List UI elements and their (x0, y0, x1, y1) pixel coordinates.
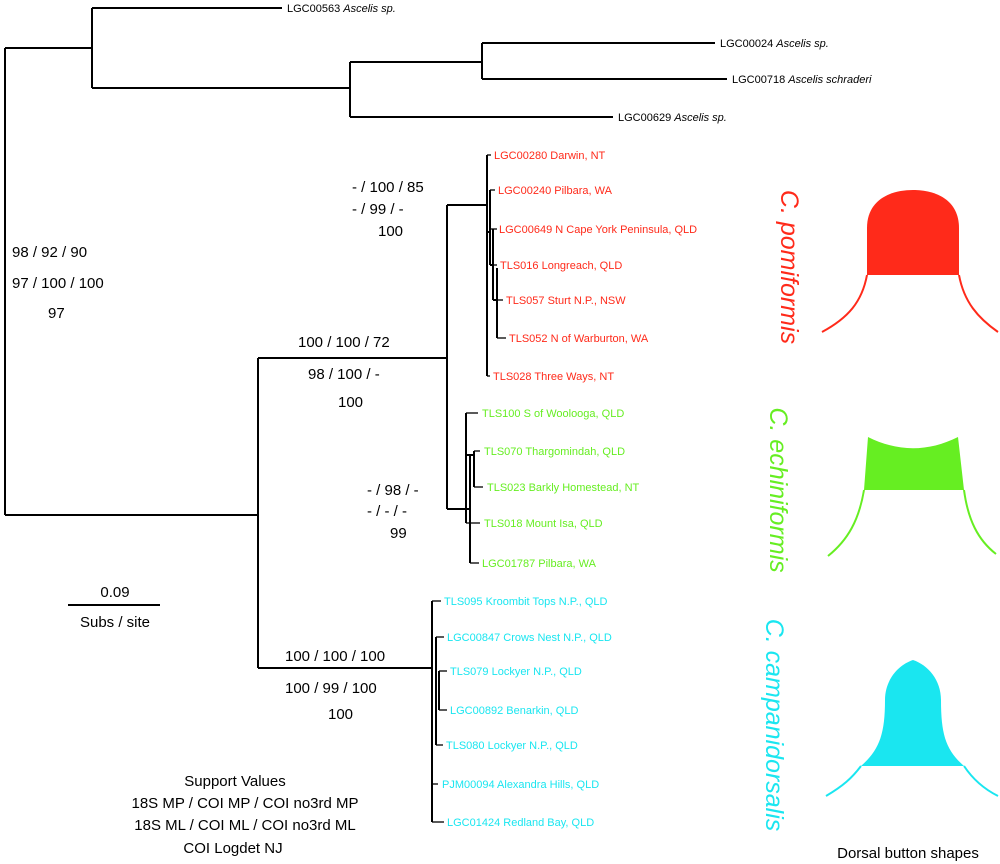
legend-line: 18S ML / COI ML / COI no3rd ML (134, 817, 355, 834)
support-red-green: 100 / 100 / 72 98 / 100 / - 100 (298, 334, 390, 411)
taxon-label: LGC00718 Ascelis schraderi (732, 74, 872, 86)
taxon-label: TLS095 Kroombit Tops N.P., QLD (444, 596, 608, 608)
support-value: 98 / 92 / 90 (12, 244, 87, 261)
support-legend: Support Values 18S MP / COI MP / COI no3… (131, 773, 358, 857)
taxon-label: TLS023 Barkly Homestead, NT (487, 482, 640, 494)
support-value: 100 / 99 / 100 (285, 680, 377, 697)
support-value: 100 (328, 706, 353, 723)
taxon-label: LGC00280 Darwin, NT (494, 150, 606, 162)
support-root: 98 / 92 / 90 97 / 100 / 100 97 (12, 244, 104, 322)
taxon-label: TLS079 Lockyer N.P., QLD (450, 666, 582, 678)
support-campanidorsalis: 100 / 100 / 100 100 / 99 / 100 100 (285, 648, 385, 723)
support-value: 97 / 100 / 100 (12, 275, 104, 292)
campanidorsalis-taxa: TLS095 Kroombit Tops N.P., QLD LGC00847 … (442, 596, 612, 829)
taxon-label: LGC00649 N Cape York Peninsula, QLD (499, 224, 697, 236)
terminal-branches (432, 154, 506, 823)
taxon-label: LGC00563 Ascelis sp. (287, 3, 396, 15)
scale-bar-unit: Subs / site (80, 614, 150, 631)
taxon-label: LGC01787 Pilbara, WA (482, 558, 597, 570)
taxon-label: LGC01424 Redland Bay, QLD (447, 817, 594, 829)
taxon-label: TLS016 Longreach, QLD (500, 260, 622, 272)
dorsal-shape-echiniformis (827, 437, 997, 557)
support-value: 100 (378, 223, 403, 240)
taxon-label: PJM00094 Alexandra Hills, QLD (442, 779, 599, 791)
outgroup-labels: LGC00563 Ascelis sp. LGC00024 Ascelis sp… (287, 3, 872, 124)
support-value: 98 / 100 / - (308, 366, 380, 383)
taxon-label: TLS057 Sturt N.P., NSW (506, 295, 626, 307)
support-value: - / 100 / 85 (352, 179, 424, 196)
support-echiniformis: - / 98 / - - / - / - 99 (367, 482, 419, 542)
scale-bar-value: 0.09 (100, 584, 129, 601)
support-value: 97 (48, 305, 65, 322)
tree-branches (4, 7, 727, 822)
support-value: - / 99 / - (352, 201, 404, 218)
taxon-label: LGC00240 Pilbara, WA (498, 185, 613, 197)
taxon-label: TLS070 Thargomindah, QLD (484, 446, 625, 458)
taxon-label: TLS028 Three Ways, NT (493, 371, 614, 383)
clade-name-campanidorsalis: C. campanidorsalis (760, 619, 788, 832)
taxon-label: LGC00629 Ascelis sp. (618, 112, 727, 124)
echiniformis-taxa: TLS100 S of Woolooga, QLD TLS070 Thargom… (482, 408, 640, 570)
legend-title: Support Values (184, 773, 285, 790)
support-value: 99 (390, 525, 407, 542)
support-value: - / - / - (367, 503, 407, 520)
clade-name-echiniformis: C. echiniformis (764, 407, 792, 572)
taxon-label: TLS100 S of Woolooga, QLD (482, 408, 624, 420)
taxon-label: TLS080 Lockyer N.P., QLD (446, 740, 578, 752)
scale-bar: 0.09 Subs / site (68, 584, 160, 631)
support-value: 100 / 100 / 72 (298, 334, 390, 351)
taxon-label: TLS052 N of Warburton, WA (509, 333, 649, 345)
support-value: 100 / 100 / 100 (285, 648, 385, 665)
dorsal-shape-campanidorsalis (825, 660, 999, 797)
dorsal-shape-pomiformis (821, 190, 999, 333)
taxon-label: TLS018 Mount Isa, QLD (484, 518, 603, 530)
support-value: 100 (338, 394, 363, 411)
clade-name-pomiformis: C. pomiformis (775, 190, 803, 344)
pomiformis-taxa: LGC00280 Darwin, NT LGC00240 Pilbara, WA… (493, 150, 697, 383)
legend-line: COI Logdet NJ (183, 840, 282, 857)
taxon-label: LGC00892 Benarkin, QLD (450, 705, 578, 717)
taxon-label: LGC00847 Crows Nest N.P., QLD (447, 632, 612, 644)
taxon-label: LGC00024 Ascelis sp. (720, 38, 829, 50)
dorsal-shapes-caption: Dorsal button shapes (837, 845, 979, 862)
support-value: - / 98 / - (367, 482, 419, 499)
support-pomiformis: - / 100 / 85 - / 99 / - 100 (352, 179, 424, 240)
legend-line: 18S MP / COI MP / COI no3rd MP (131, 795, 358, 812)
